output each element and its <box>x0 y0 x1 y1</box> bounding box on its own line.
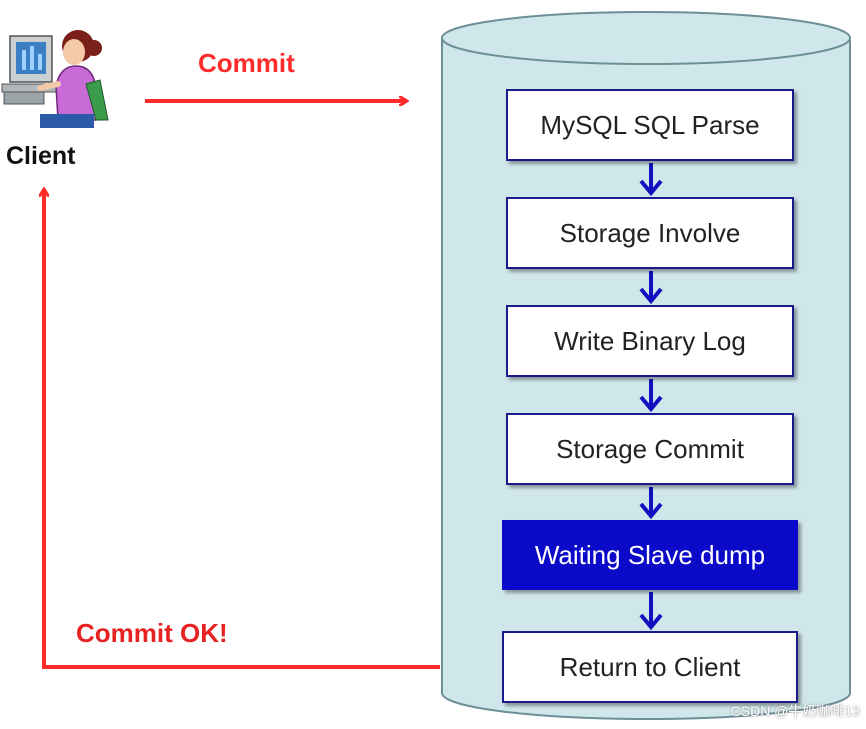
step-sql-parse: MySQL SQL Parse <box>506 89 794 161</box>
step-arrow-head <box>639 613 663 631</box>
step-arrow-head <box>639 179 663 197</box>
step-return-to-client: Return to Client <box>502 631 798 703</box>
step-arrow-head <box>639 287 663 305</box>
step-write-binary-log: Write Binary Log <box>506 305 794 377</box>
watermark: CSDN @牛奶咖啡13 <box>730 703 860 719</box>
step-arrow-head <box>639 395 663 413</box>
step-waiting-slave-dump: Waiting Slave dump <box>502 520 798 590</box>
client-user-at-computer-icon <box>1 30 109 128</box>
client-label: Client <box>6 142 76 170</box>
step-arrow-head <box>639 502 663 520</box>
commit-label: Commit <box>198 48 295 78</box>
commit-ok-label: Commit OK! <box>76 618 228 648</box>
step-storage-commit: Storage Commit <box>506 413 794 485</box>
step-arrows <box>639 163 663 631</box>
commit-ok-arrow <box>44 190 440 669</box>
step-storage-involve: Storage Involve <box>506 197 794 269</box>
